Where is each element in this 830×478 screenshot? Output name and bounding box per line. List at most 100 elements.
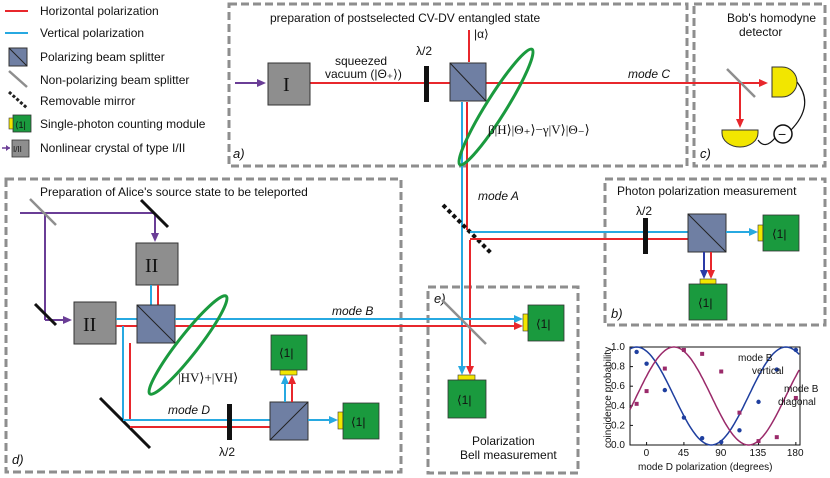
- spcm-e-bottom: ⟨1|: [447, 374, 487, 419]
- mode-a-blue-arrow: [458, 366, 466, 375]
- legend: Horizontal polarization Vertical polariz…: [2, 4, 206, 158]
- spcm-b-bottom: ⟨1|: [688, 278, 728, 321]
- legend-horizontal: Horizontal polarization: [40, 4, 159, 18]
- data-point-vertical: [644, 361, 649, 366]
- legend-spcm: Single-photon counting module: [40, 117, 206, 131]
- data-point-diagonal: [644, 389, 649, 394]
- x-tick-label: 45: [678, 448, 690, 459]
- y-tick-label: 0.0: [611, 440, 625, 451]
- subtractor-circle: [773, 124, 793, 144]
- legend-pbs: Polarizing beam splitter: [40, 50, 165, 64]
- chart-points: [634, 347, 799, 445]
- pbs-b-out-arrow: [749, 228, 758, 236]
- crystal-type-ii-left: [73, 301, 117, 345]
- half-wave-label-b: λ/2: [636, 204, 652, 218]
- squeezed-label-2: vacuum (|Θ₊⟩): [325, 67, 402, 81]
- pump-beam-splitter-d: [29, 198, 57, 226]
- photodiode-right: [771, 66, 798, 98]
- pump-mirror-d-left: [33, 302, 58, 327]
- spcm-e-right: ⟨1|: [522, 304, 565, 342]
- panel-a-title: preparation of postselected CV-DV entang…: [270, 11, 540, 25]
- panel-d-tag: d): [12, 452, 24, 467]
- panel-a-border: [227, 2, 689, 168]
- panel-d-title: Preparation of Alice's source state to b…: [40, 185, 308, 199]
- mode-b-label: mode B: [332, 304, 373, 318]
- fit-curve-vertical: [629, 346, 800, 446]
- data-point-diagonal: [634, 401, 639, 406]
- mode-c-arrow: [759, 79, 768, 87]
- spcm-icon-symbol: ⟨1|: [15, 120, 26, 130]
- spcm-icon: ⟨1|: [8, 114, 32, 133]
- pbs-d2: [269, 401, 309, 441]
- data-point-diagonal: [719, 369, 724, 374]
- crystal-icon: I/II: [2, 139, 30, 158]
- data-point-vertical: [774, 367, 779, 372]
- spcm-b-right-label: ⟨1|: [772, 227, 786, 241]
- crystal-type-ii-top-symbol: II: [145, 255, 158, 277]
- series-label-vertical-1: mode B: [738, 353, 773, 364]
- entanglement-ellipse-d: [147, 294, 229, 396]
- pbs-d2-up-arrow-red: [288, 375, 296, 384]
- mode-a-red-arrow: [466, 366, 474, 375]
- data-point-diagonal: [700, 351, 705, 356]
- subtractor-minus: −: [778, 126, 786, 142]
- legend-mirror: Removable mirror: [40, 94, 135, 108]
- pbs-b-down-arrow-blue: [700, 270, 708, 279]
- squeezed-label-1: squeezed: [335, 54, 387, 68]
- y-tick-label: 1.0: [611, 342, 625, 353]
- x-tick-label: 135: [750, 448, 767, 459]
- half-wave-label-d: λ/2: [219, 445, 235, 459]
- data-point-diagonal: [793, 395, 798, 400]
- data-point-vertical: [634, 349, 639, 355]
- x-tick-label: 180: [787, 448, 804, 459]
- state-label-d: |HV⟩+|VH⟩: [178, 370, 238, 385]
- data-point-diagonal: [681, 347, 686, 352]
- pbs-b: [687, 213, 727, 253]
- spcm-e-right-label: ⟨1|: [536, 317, 550, 331]
- pump-arrow-d-1: [151, 233, 159, 242]
- mode-b-red-arrow: [514, 322, 523, 330]
- data-point-diagonal: [774, 435, 779, 440]
- chart-ylabel: coincidence probability: [603, 347, 614, 448]
- chart-fits: [629, 346, 800, 446]
- panel-a-tag: a): [233, 146, 245, 161]
- pbs-b-down-arrow-red: [707, 270, 715, 279]
- series-label-diagonal-2: diagonal: [778, 397, 816, 408]
- y-tick-label: 0.6: [611, 381, 625, 392]
- panel-c-border: [692, 2, 827, 168]
- panel-b-title: Photon polarization measurement: [617, 184, 797, 198]
- pbs-d: [136, 304, 176, 344]
- crystal-type-i: [267, 62, 311, 106]
- data-point-vertical: [681, 415, 687, 420]
- homodyne-lower-arrow: [736, 119, 744, 128]
- x-tick-label: 0: [644, 448, 650, 459]
- data-point-vertical: [699, 435, 705, 441]
- legend-crystal: Nonlinear crystal of type I/II: [40, 141, 185, 155]
- crystal-icon-symbol: I/II: [13, 145, 22, 154]
- crystal-type-ii-left-symbol: II: [83, 314, 96, 336]
- half-wave-plate-d: [227, 404, 232, 440]
- data-point-diagonal: [662, 366, 667, 371]
- data-point-vertical: [662, 387, 668, 393]
- pbs-a: [449, 62, 487, 102]
- panel-e-title-1: Polarization: [472, 434, 535, 448]
- data-point-diagonal: [737, 410, 742, 415]
- homodyne-wire-2: [757, 137, 776, 146]
- panel-c-title-2: detector: [739, 25, 782, 39]
- panel-c-tag: c): [700, 146, 711, 161]
- panel-e-border: [426, 285, 580, 475]
- legend-vertical: Vertical polarization: [40, 26, 144, 40]
- spcm-b-right: ⟨1|: [757, 214, 800, 252]
- state-label-a: β|H⟩|Θ₊⟩−γ|V⟩|Θ₋⟩: [488, 122, 590, 137]
- panel-c-title-1: Bob's homodyne: [727, 11, 816, 25]
- spcm-d-top: ⟨1|: [270, 334, 308, 376]
- mode-b-blue-arrow: [514, 315, 523, 323]
- data-point-vertical: [737, 428, 742, 433]
- spcm-e-bottom-label: ⟨1|: [457, 393, 471, 407]
- spcm-b-bottom-label: ⟨1|: [698, 296, 712, 310]
- removable-mirror: [441, 203, 494, 256]
- mirror-d-bottom: [98, 396, 152, 450]
- homodyne-wire-1: [790, 81, 806, 131]
